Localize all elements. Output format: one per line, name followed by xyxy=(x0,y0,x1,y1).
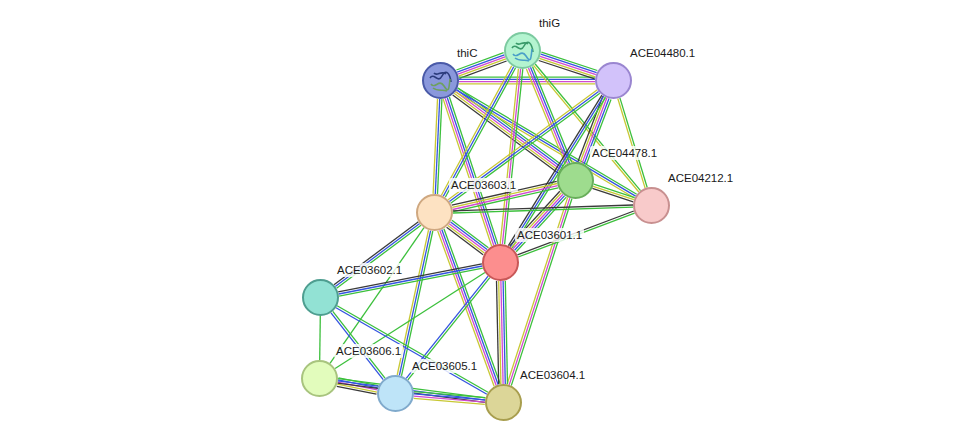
protein-circle xyxy=(485,384,522,421)
evidence-line xyxy=(500,69,518,244)
node-label: ACE04212.1 xyxy=(666,171,735,185)
evidence-line xyxy=(511,199,572,386)
protein-node: ACE04212.1 xyxy=(632,186,672,226)
evidence-line xyxy=(507,197,568,384)
interaction-edge xyxy=(319,316,321,360)
structure-stroke xyxy=(516,43,528,45)
evidence-line xyxy=(451,222,488,250)
evidence-line xyxy=(319,316,321,360)
protein-circle xyxy=(422,62,459,99)
evidence-line xyxy=(406,276,488,378)
evidence-line xyxy=(438,99,442,194)
structure-stroke xyxy=(512,42,533,52)
interaction-edge xyxy=(459,77,595,84)
evidence-line xyxy=(509,198,570,385)
node-label: ACE04480.1 xyxy=(628,46,697,60)
protein-node: ACE04478.1 xyxy=(556,161,596,201)
evidence-line xyxy=(533,66,572,162)
evidence-line xyxy=(620,98,647,188)
evidence-line xyxy=(459,61,506,78)
structure-icon xyxy=(506,34,539,67)
evidence-line xyxy=(593,186,634,199)
evidence-line xyxy=(497,281,499,384)
node-label: ACE03604.1 xyxy=(518,368,587,382)
evidence-line xyxy=(459,77,595,78)
node-label: ACE03606.1 xyxy=(334,344,403,358)
evidence-line xyxy=(539,58,595,76)
evidence-line xyxy=(435,99,439,194)
interaction-edge xyxy=(414,392,486,405)
evidence-line xyxy=(510,96,603,247)
evidence-line xyxy=(459,79,595,80)
structure-stroke xyxy=(515,58,529,61)
protein-circle xyxy=(302,279,339,316)
interaction-edge xyxy=(592,184,634,202)
evidence-line xyxy=(592,188,633,201)
protein-node: ACE03603.1 xyxy=(415,193,455,233)
structure-stroke xyxy=(433,88,447,91)
protein-node: ACE03604.1 xyxy=(484,383,524,423)
node-label: thiC xyxy=(455,46,479,60)
evidence-line xyxy=(408,278,490,380)
evidence-line xyxy=(459,81,595,82)
protein-node: ACE03602.1 xyxy=(301,278,341,318)
node-label: ACE03602.1 xyxy=(335,263,404,277)
evidence-line xyxy=(499,281,501,384)
structure-stroke xyxy=(430,72,451,82)
interaction-edge xyxy=(448,90,600,204)
protein-circle xyxy=(301,360,338,397)
evidence-line xyxy=(448,90,597,200)
node-label: ACE03603.1 xyxy=(449,178,518,192)
evidence-line xyxy=(459,83,595,84)
protein-node: ACE04480.1 xyxy=(594,61,634,101)
protein-circle xyxy=(377,375,414,412)
interaction-edge xyxy=(406,276,490,380)
evidence-line xyxy=(618,99,645,189)
evidence-line xyxy=(414,398,485,404)
protein-node: ACE03606.1 xyxy=(300,359,340,399)
evidence-line xyxy=(459,59,506,76)
structure-stroke xyxy=(434,73,446,75)
evidence-line xyxy=(449,224,486,252)
evidence-line xyxy=(503,281,505,384)
protein-circle xyxy=(504,32,541,69)
interaction-edge xyxy=(433,99,442,194)
protein-circle xyxy=(416,194,453,231)
interaction-edge xyxy=(507,197,572,385)
evidence-line xyxy=(433,99,437,194)
node-label: ACE03601.1 xyxy=(515,228,584,242)
protein-node: ACE03605.1 xyxy=(376,374,416,414)
interaction-edge xyxy=(618,98,647,188)
interaction-edge xyxy=(447,220,489,255)
evidence-line xyxy=(335,224,419,287)
evidence-line xyxy=(505,281,507,384)
node-label: thiG xyxy=(537,16,562,30)
evidence-line xyxy=(508,95,602,246)
evidence-line xyxy=(453,205,633,211)
protein-circle xyxy=(595,62,632,99)
node-label: ACE03605.1 xyxy=(410,359,479,373)
evidence-line xyxy=(539,61,595,79)
evidence-line xyxy=(452,220,489,248)
evidence-line xyxy=(501,281,503,384)
evidence-line xyxy=(448,225,485,253)
protein-circle xyxy=(557,162,594,199)
interaction-edge xyxy=(497,281,508,384)
protein-node: thiC xyxy=(421,61,461,101)
protein-node: thiG xyxy=(503,31,543,71)
interaction-edge xyxy=(539,52,598,79)
structure-icon xyxy=(424,64,457,97)
protein-circle xyxy=(482,244,519,281)
evidence-line xyxy=(449,92,598,202)
protein-circle xyxy=(633,187,670,224)
protein-node: ACE03601.1 xyxy=(481,243,521,283)
node-label: ACE04478.1 xyxy=(590,146,659,160)
interaction-edge xyxy=(453,205,633,213)
evidence-line xyxy=(540,56,596,74)
interaction-edge xyxy=(508,95,605,248)
